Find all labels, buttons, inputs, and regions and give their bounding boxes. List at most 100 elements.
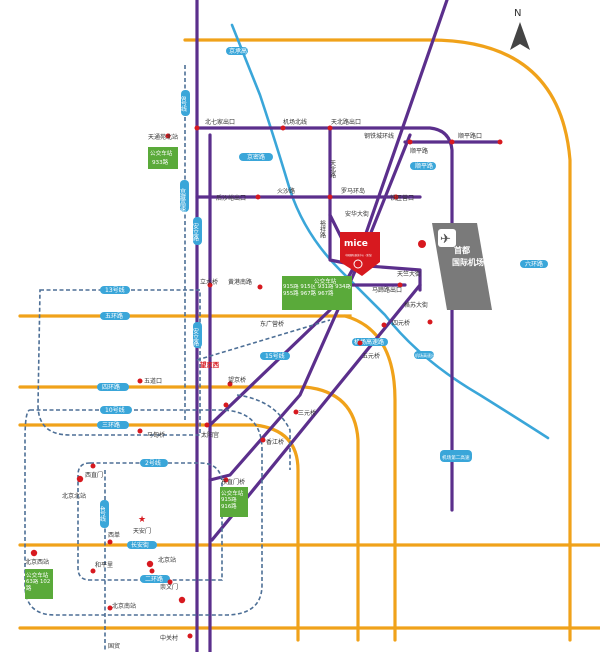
bus-box-center-title: 公交车站 xyxy=(314,277,337,285)
five-ring-road xyxy=(18,314,352,319)
label-jichang-beixian: 机场北线 xyxy=(283,118,307,126)
label-gangtie: 钢铁城环线 xyxy=(364,132,394,140)
label-shunping-road: 顺平路 xyxy=(410,147,428,155)
label-sanyuan: 三元桥 xyxy=(298,409,316,417)
label-wangjing-bridge: 望京桥 xyxy=(228,376,246,384)
road-pills: 京承高速 京密路 京藏高速 安立路 安立路 顺平路 六环路 机场高速路 机场高速… xyxy=(97,47,548,583)
place-labels: 北七家出口 机场北线 天北路出口 钢铁城环线 顺平路口 顺平路 天通苑北站 天北… xyxy=(25,118,482,650)
pill-line13: 13号线 xyxy=(100,286,130,294)
airport-icon-bg xyxy=(438,229,456,247)
label-majia: 马蹄路出口 xyxy=(372,286,402,294)
label-taiyanggong: 太阳宫 xyxy=(201,431,219,439)
bus-box-dongzhimen-title: 公交车站 xyxy=(221,489,244,497)
label-wudaokou: 五道口 xyxy=(144,377,162,385)
svg-text:2号线: 2号线 xyxy=(145,459,161,467)
svg-text:10号线: 10号线 xyxy=(105,406,125,414)
tianzhu-street xyxy=(353,263,422,292)
label-yuxiang: 裕祥路 xyxy=(319,219,326,239)
pill-airport-second-exp: 机场第二高速 xyxy=(440,450,472,462)
north-arrow-icon xyxy=(510,22,530,50)
pill-jingcheng: 京承高速 xyxy=(226,47,253,55)
five-ring-east xyxy=(343,314,397,642)
svg-text:京密路: 京密路 xyxy=(247,153,265,161)
label-shunping-exit: 顺平路口 xyxy=(458,132,482,140)
label-beijing-south: 北京南站 xyxy=(112,602,136,610)
bus-box-tianshui-routes: 933路 xyxy=(152,158,169,166)
label-tianbei-exit: 天北路出口 xyxy=(331,118,361,126)
svg-text:8号线: 8号线 xyxy=(180,96,187,112)
svg-text:4号线: 4号线 xyxy=(99,506,106,522)
label-tiananmen: 天安门 xyxy=(133,527,151,535)
mice-logo-sub: 中国国际展览中心（新馆） xyxy=(345,253,374,257)
orange-roads xyxy=(18,38,600,642)
river-line xyxy=(230,23,550,440)
airport-name-line1: 首都 xyxy=(454,245,470,255)
label-luoma: 罗马环岛 xyxy=(341,187,365,195)
subway-line2 xyxy=(77,462,223,581)
svg-text:机场高速出口: 机场高速出口 xyxy=(415,352,439,358)
svg-text:三环路: 三环路 xyxy=(102,421,120,429)
pill-jingzang: 京藏高速 xyxy=(179,180,189,213)
purple-roads xyxy=(195,0,502,652)
four-ring-road xyxy=(18,385,360,642)
blue-lines xyxy=(230,23,550,440)
subway-airport-express xyxy=(236,394,291,470)
label-hepingli: 和平里 xyxy=(95,561,113,569)
subway-line10 xyxy=(24,409,263,616)
pill-airport-2nd: 机场高速出口 xyxy=(414,351,439,359)
north-label: N xyxy=(514,8,521,19)
pill-line10: 10号线 xyxy=(100,406,132,414)
pill-jingmi: 京密路 xyxy=(239,153,273,161)
label-beiqijia: 北七家出口 xyxy=(205,118,235,126)
svg-text:京藏高速: 京藏高速 xyxy=(179,187,186,213)
pill-four-ring: 四环路 xyxy=(97,383,129,391)
bus-box-center: 公交车站 915路 915区 931路 934路 955路 967路 967路 xyxy=(282,276,352,310)
subway-line15 xyxy=(196,319,331,361)
svg-text:长安街: 长安街 xyxy=(131,541,149,549)
label-madian: 马甸桥 xyxy=(147,431,165,439)
label-houshayu: 后沙峪出口 xyxy=(216,194,246,202)
svg-text:六环路: 六环路 xyxy=(525,260,543,268)
pill-shunping: 顺平路 xyxy=(410,162,436,170)
mice-logo-shape xyxy=(340,232,380,276)
jingmi-road xyxy=(208,133,412,482)
svg-text:机场第二高速: 机场第二高速 xyxy=(442,454,470,461)
label-tiezhuang: 铁匠营口 xyxy=(390,194,414,202)
svg-text:四环路: 四环路 xyxy=(102,383,120,391)
label-sanyuan2: 香江桥 xyxy=(266,438,284,446)
bus-box-tianshui-title: 公交车站 xyxy=(150,149,173,157)
pill-anli2: 安立路 xyxy=(192,322,202,348)
airport-name-line2: 国际机场 xyxy=(452,257,484,267)
bus-box-west-title: 公交车站 xyxy=(26,571,49,579)
label-tianzhu: 天竺大街 xyxy=(397,270,421,278)
svg-text:五环路: 五环路 xyxy=(105,312,123,320)
label-lishui: 立水桥 xyxy=(200,278,218,286)
label-xidan: 西单 xyxy=(108,531,120,539)
label-huosha: 火沙路 xyxy=(277,187,295,195)
label-anhua: 安华大街 xyxy=(345,210,369,218)
bus-box-west-routes: 63路 102路 xyxy=(26,579,51,592)
tiananmen-star: ★ xyxy=(138,515,146,525)
pill-six-ring-east: 六环路 xyxy=(520,260,548,268)
mice-pin xyxy=(353,259,363,269)
label-dongzhimen: 东直门桥 xyxy=(221,478,245,486)
pill-airport-expressway: 机场高速路 xyxy=(352,338,388,346)
svg-text:13号线: 13号线 xyxy=(105,286,125,294)
svg-text:二环路: 二环路 xyxy=(145,575,163,583)
label-tianshui: 天通苑北站 xyxy=(148,133,178,141)
svg-text:15号线: 15号线 xyxy=(265,352,285,360)
junction-dots xyxy=(90,125,503,639)
pill-five-ring: 五环路 xyxy=(100,312,130,320)
airport-icon: ✈ xyxy=(440,232,451,247)
three-ring-road xyxy=(18,423,300,642)
label-guomao: 国贸 xyxy=(108,642,120,650)
bus-box-center-routes: 915路 915区 931路 934路 955路 967路 967路 xyxy=(283,284,351,297)
subway-line13 xyxy=(37,289,201,436)
north-arrow: N xyxy=(510,8,530,50)
label-wuyuan: 五元桥 xyxy=(362,352,380,360)
label-gesu: 格苏大街 xyxy=(404,301,428,309)
svg-text:京承高速: 京承高速 xyxy=(229,47,253,55)
svg-text:安立路: 安立路 xyxy=(192,327,199,347)
mice-logo-text: mice xyxy=(344,239,368,249)
